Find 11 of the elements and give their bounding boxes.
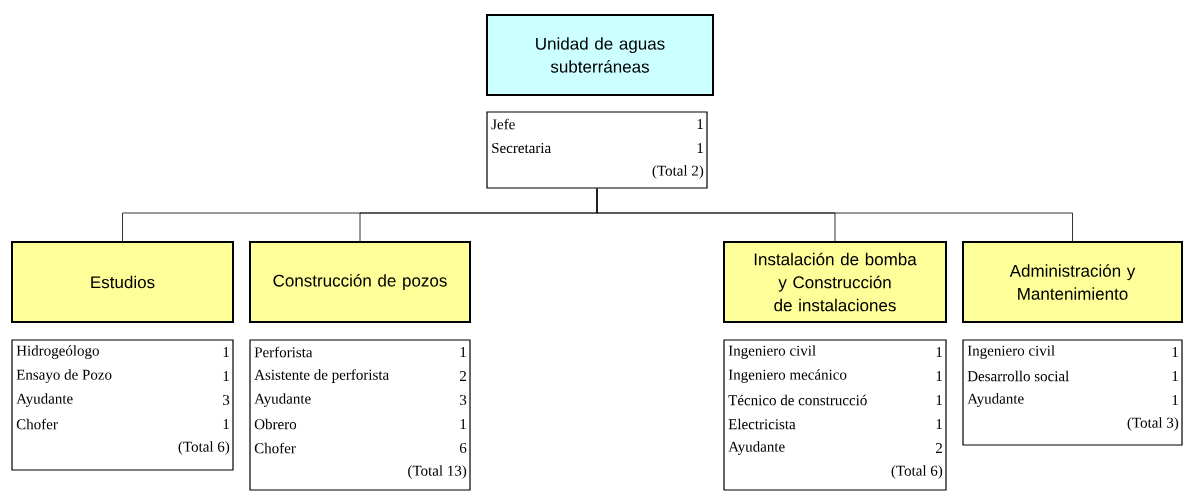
department-box: Estudios [11,241,234,323]
staff-table: Ingeniero civil 1 Desarrollo social 1 Ayudante 1 (Total 3) [962,339,1183,446]
staff-table: Perforista 1 Asistente de perforista 2 Ayudante 3 Obrero 1 Chofer 6 (Total 13) [249,339,471,491]
department-box: Unidad de aguas subterráneas [486,14,714,96]
department-box: Administración y Mantenimiento [962,241,1183,323]
staff-table: Hidrogeólogo 1 Ensayo de Pozo 1 Ayudante 3 Chofer 1 (Total 6) [11,339,234,471]
connector-line [596,188,1073,242]
department-box: Construcción de pozos [249,241,471,323]
department-box: Instalación de bomba y Construcción de instalaciones [723,241,947,323]
staff-table: Jefe 1 Secretaria 1 (Total 2) [486,111,708,189]
staff-table: Ingeniero civil 1 Ingeniero mecánico 1 Técnico de construcció 1 Electricista 1 Ayudante 2 (Total 6) [723,339,947,491]
